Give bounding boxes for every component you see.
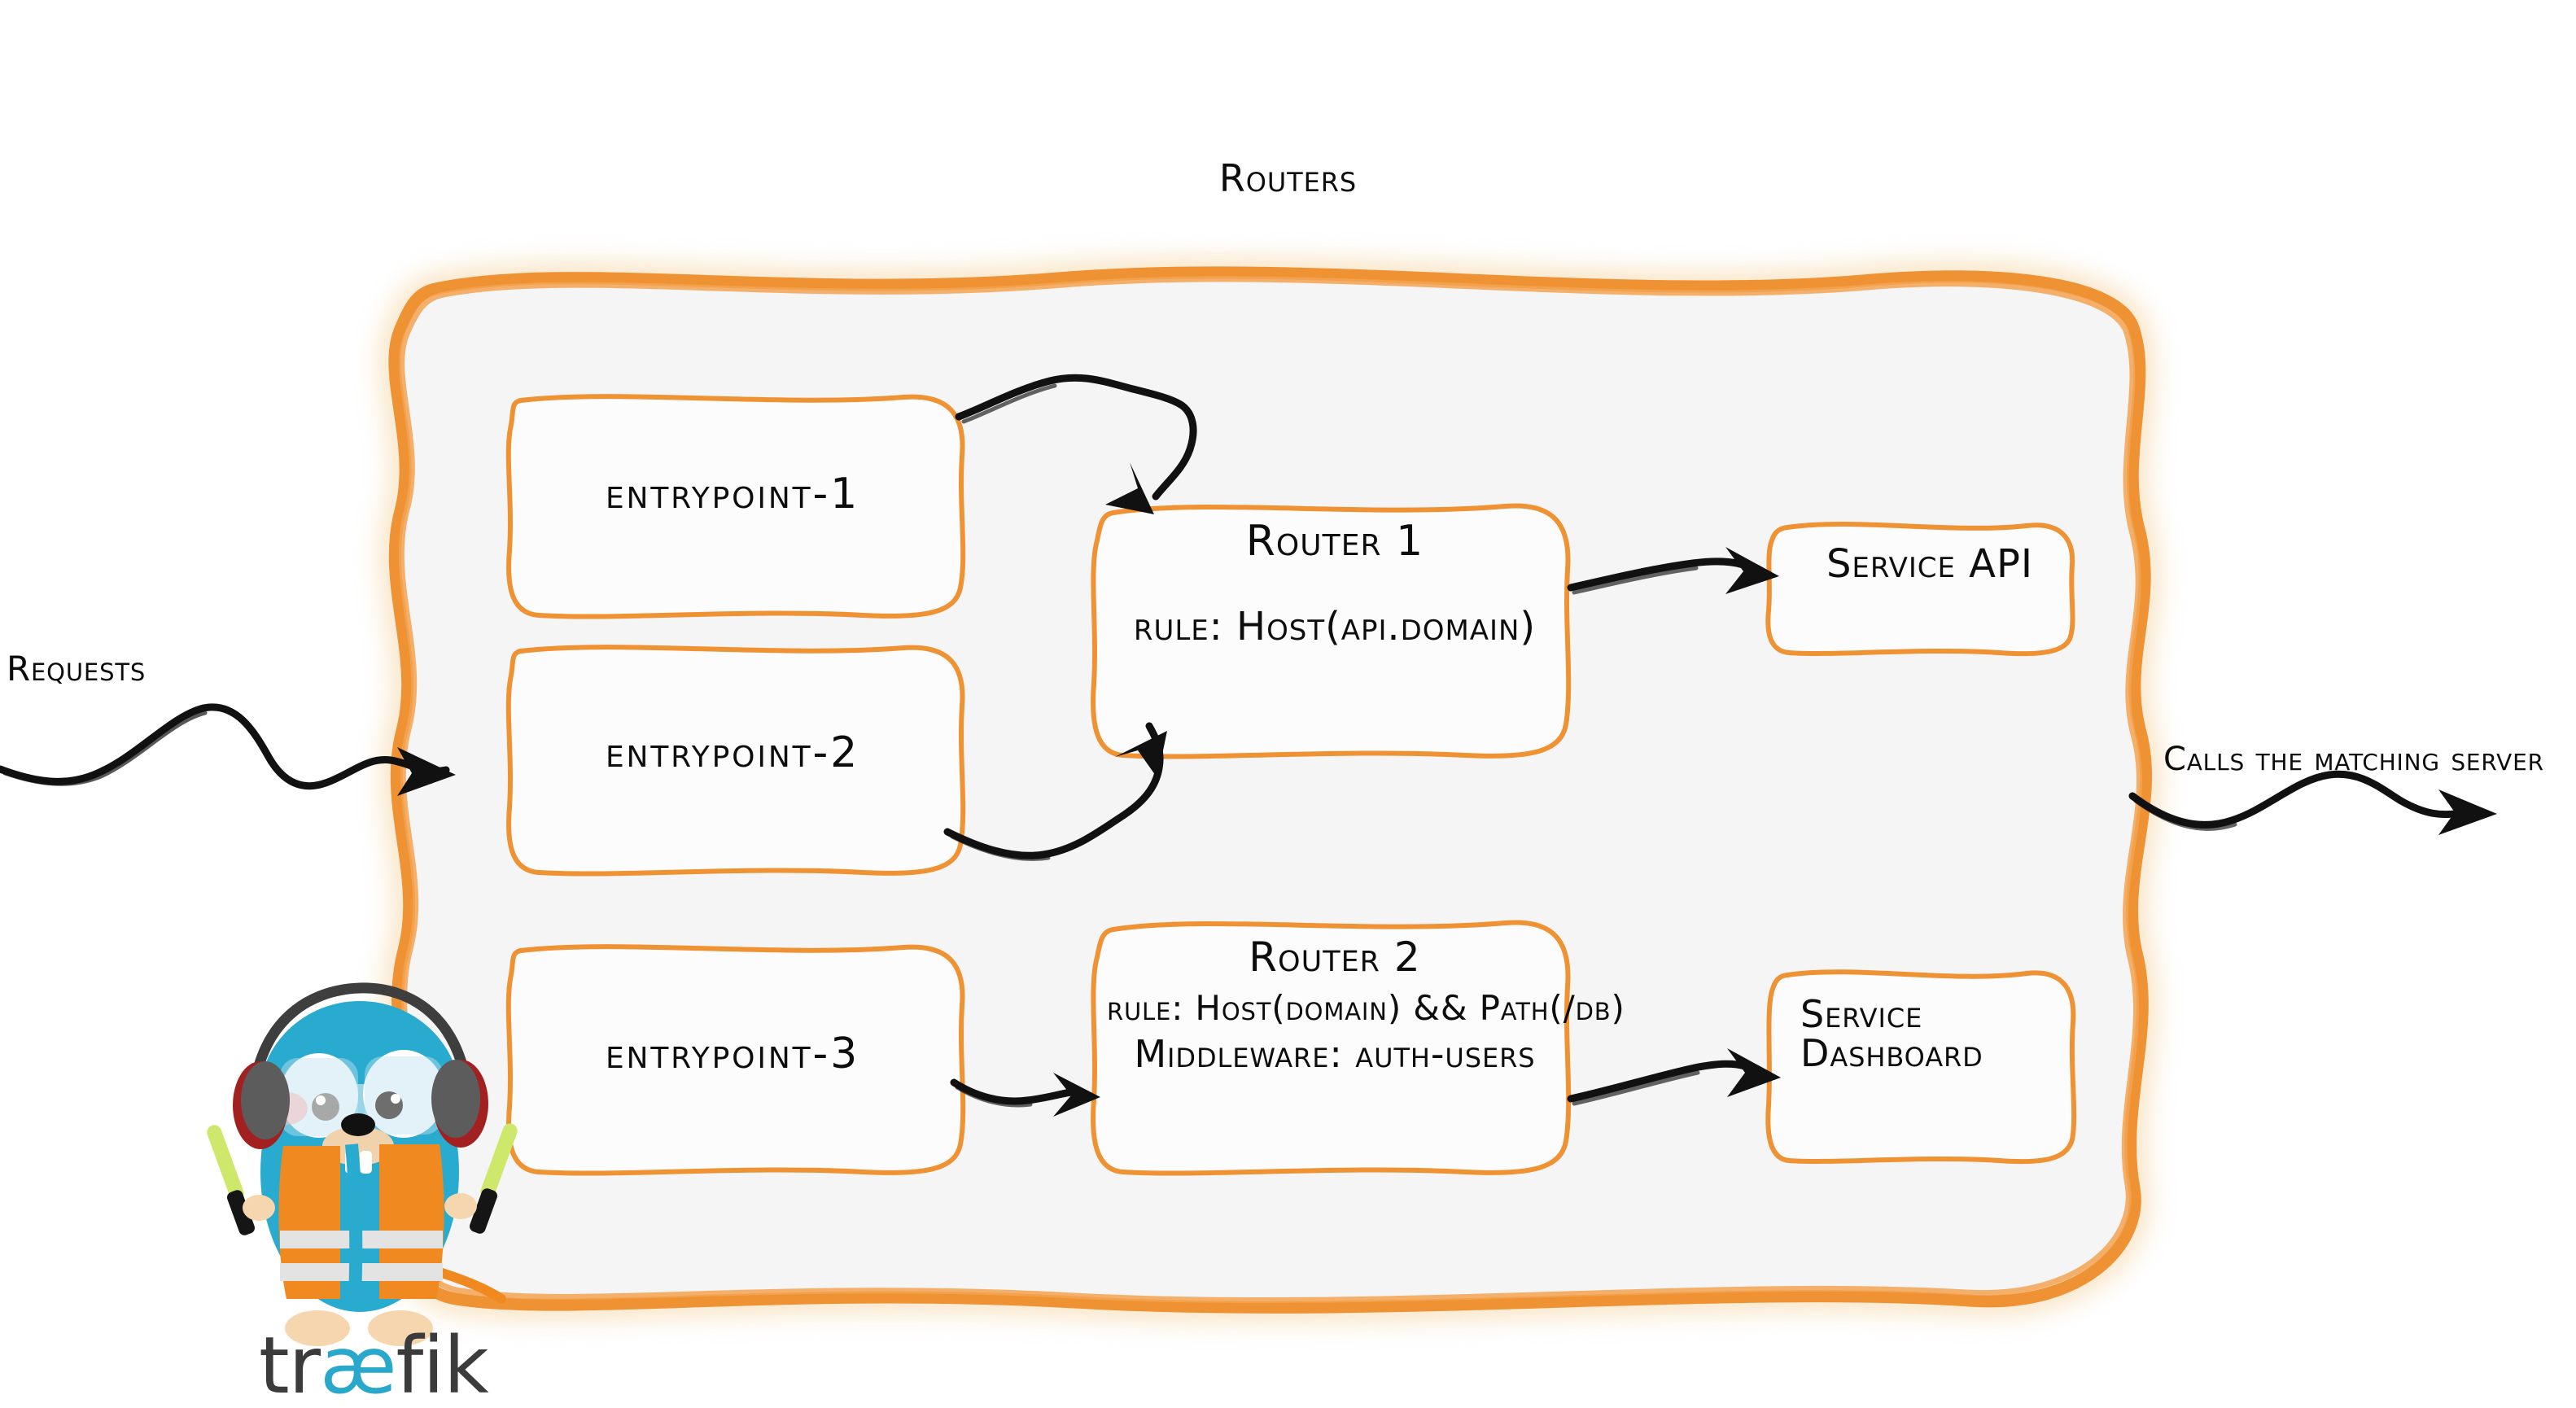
arrow-router2-to-service-dashboard <box>1567 1048 1781 1106</box>
entrypoint-3-label: entrypoint-3 <box>605 1030 860 1078</box>
entrypoint-box-1[interactable] <box>505 394 966 619</box>
entrypoint-box-2[interactable] <box>505 645 966 877</box>
service-dashboard-line2: Dashboard <box>1800 1031 1983 1076</box>
router-2-middleware: Middleware: auth-users <box>1134 1031 1536 1076</box>
wordmark-part1: tr <box>259 1320 321 1408</box>
wordmark-part2: fik <box>396 1320 489 1408</box>
service-dashboard-content: Service Dashboard <box>1800 995 2085 1073</box>
arrow-router1-to-service-api <box>1567 547 1779 595</box>
router-1-rule: rule: Host(api.domain) <box>1133 603 1537 649</box>
entrypoint-box-3[interactable] <box>505 944 966 1176</box>
service-dashboard-line1: Service <box>1800 992 1923 1036</box>
service-api-label: Service API <box>1826 541 2033 587</box>
router-1-content: Router 1 rule: Host(api.domain) <box>1107 519 1563 647</box>
arrow-ep2-to-router1 <box>943 722 1167 861</box>
wordmark-ae-ligature: æ <box>320 1320 396 1408</box>
requests-label: Requests <box>7 649 147 689</box>
service-box-api[interactable] <box>1765 522 2075 657</box>
service-box-dashboard[interactable] <box>1765 969 2077 1165</box>
page-title: Routers <box>1218 156 1358 200</box>
traefik-wordmark: træfik <box>259 1327 489 1405</box>
traefik-gopher-icon <box>207 982 518 1346</box>
router-2-content: Router 2 rule: Host(domain) && Path(/db)… <box>1107 934 1625 1076</box>
router-1-name: Router 1 <box>1245 517 1424 566</box>
router-box-2[interactable] <box>1091 920 1572 1176</box>
arrow-ep1-to-router1 <box>955 374 1197 514</box>
router-box-1[interactable] <box>1091 503 1572 759</box>
arrow-calls-out <box>2128 770 2497 835</box>
arrow-requests-in <box>0 703 456 796</box>
router-2-name: Router 2 <box>1249 934 1421 981</box>
router-2-rule: rule: Host(domain) && Path(/db) <box>1107 987 1625 1028</box>
entrypoint-1-label: entrypoint-1 <box>605 470 860 518</box>
entrypoint-2-label: entrypoint-2 <box>605 728 860 777</box>
arrow-ep3-to-router2 <box>950 1073 1100 1117</box>
calls-matching-server-label: Calls the matching server <box>2163 741 2544 778</box>
